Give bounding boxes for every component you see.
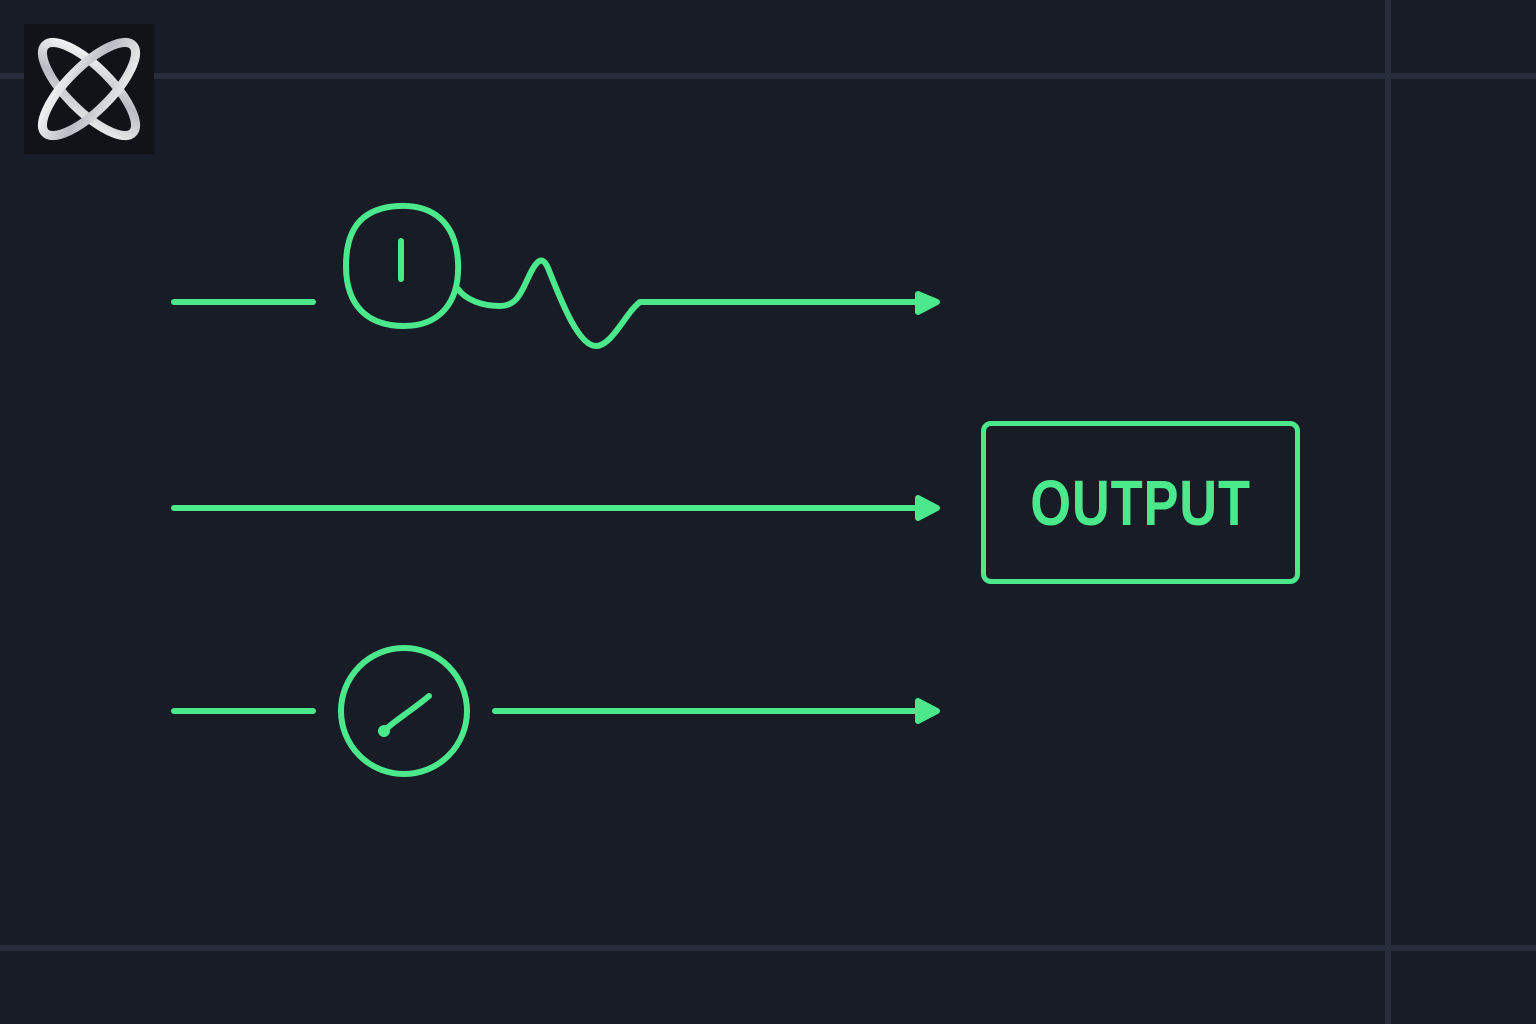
signal-row-1 bbox=[171, 202, 940, 349]
output-box: OUTPUT bbox=[981, 421, 1300, 584]
output-label: OUTPUT bbox=[1030, 466, 1251, 539]
logo bbox=[24, 24, 154, 154]
arrow-head bbox=[915, 495, 940, 521]
grid-line-top bbox=[0, 73, 1536, 79]
signal-row-3 bbox=[171, 645, 940, 777]
knob-icon bbox=[343, 202, 462, 329]
arrow-head bbox=[915, 698, 940, 724]
grid-line-right bbox=[1385, 0, 1391, 1024]
signal-row-2 bbox=[171, 495, 940, 521]
waveform-line bbox=[455, 257, 921, 349]
grid-line-bottom bbox=[0, 945, 1536, 951]
dial-gauge-icon bbox=[338, 645, 470, 777]
infinity-x-logo-icon bbox=[37, 37, 141, 141]
arrow-head bbox=[915, 291, 940, 315]
